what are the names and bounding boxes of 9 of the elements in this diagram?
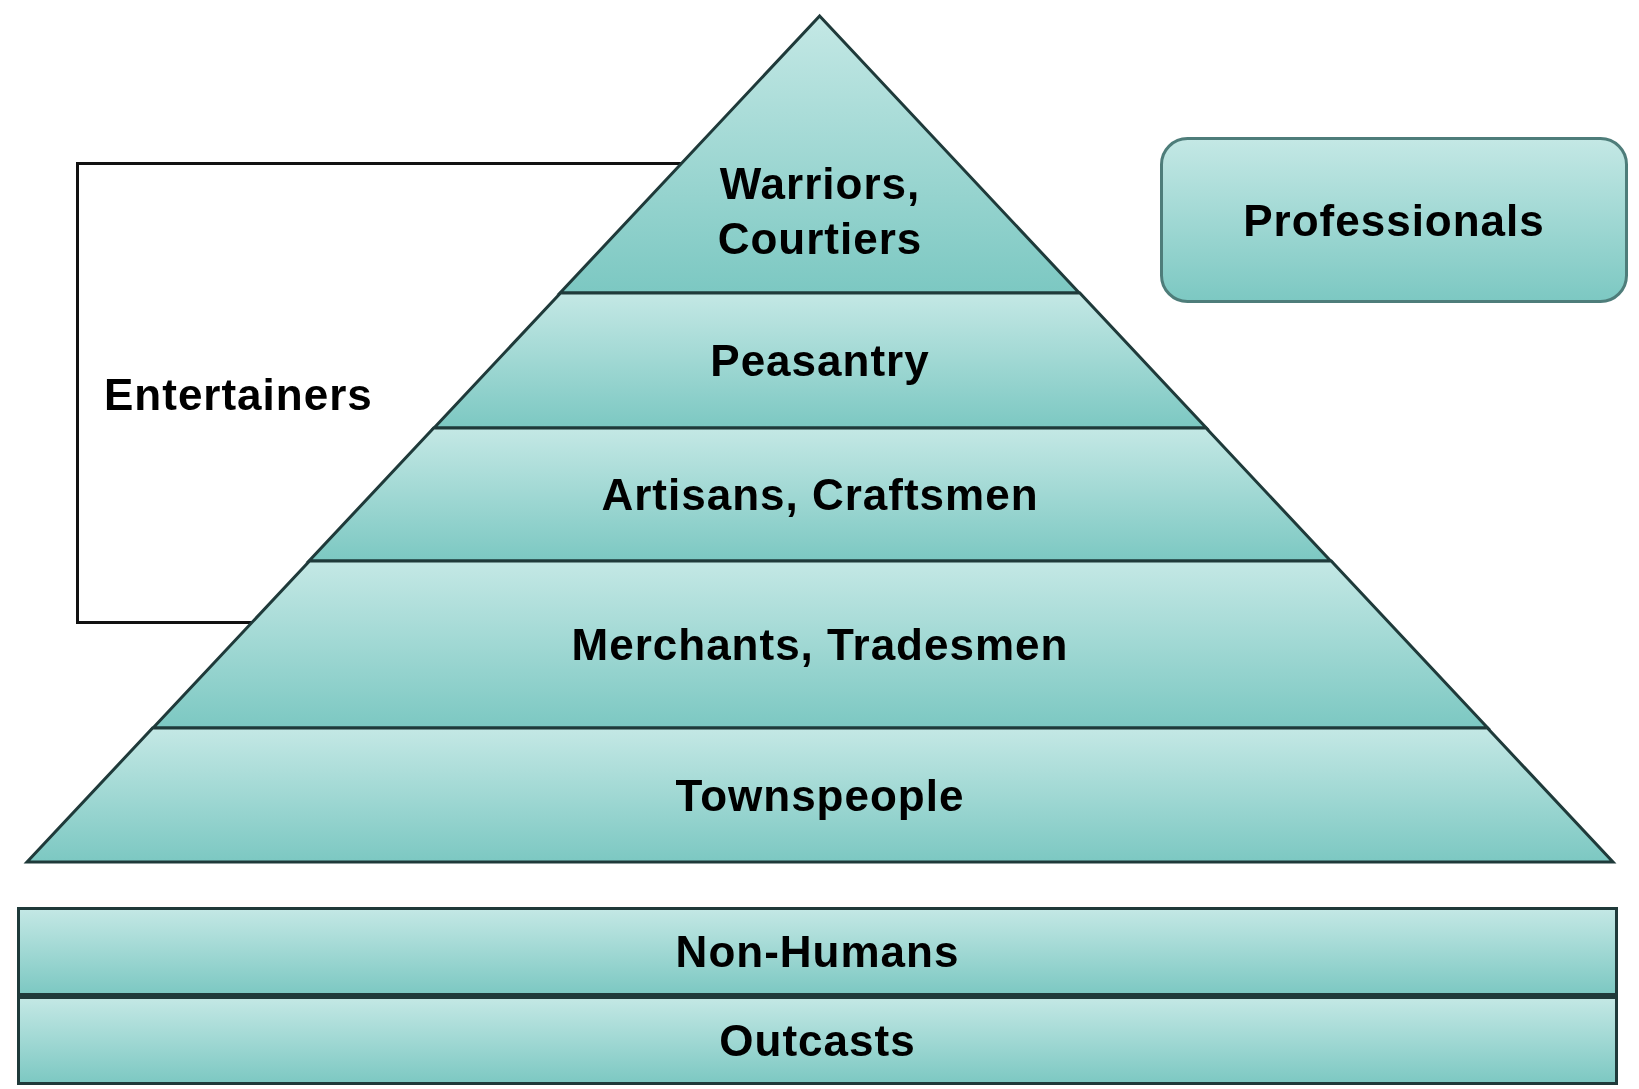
tier-label: Peasantry	[710, 335, 930, 387]
tier-label: Warriors, Courtiers	[716, 158, 924, 265]
tier-label: Townspeople	[675, 769, 965, 822]
tier-label: Entertainers	[104, 369, 373, 421]
tier-label: Artisans, Craftsmen	[601, 469, 1039, 521]
tier-label: Merchants, Tradesmen	[571, 619, 1069, 671]
tier-label: Professionals	[1243, 194, 1545, 247]
tier-label: Outcasts	[719, 1015, 916, 1067]
tier-label: Non-Humans	[675, 926, 960, 978]
